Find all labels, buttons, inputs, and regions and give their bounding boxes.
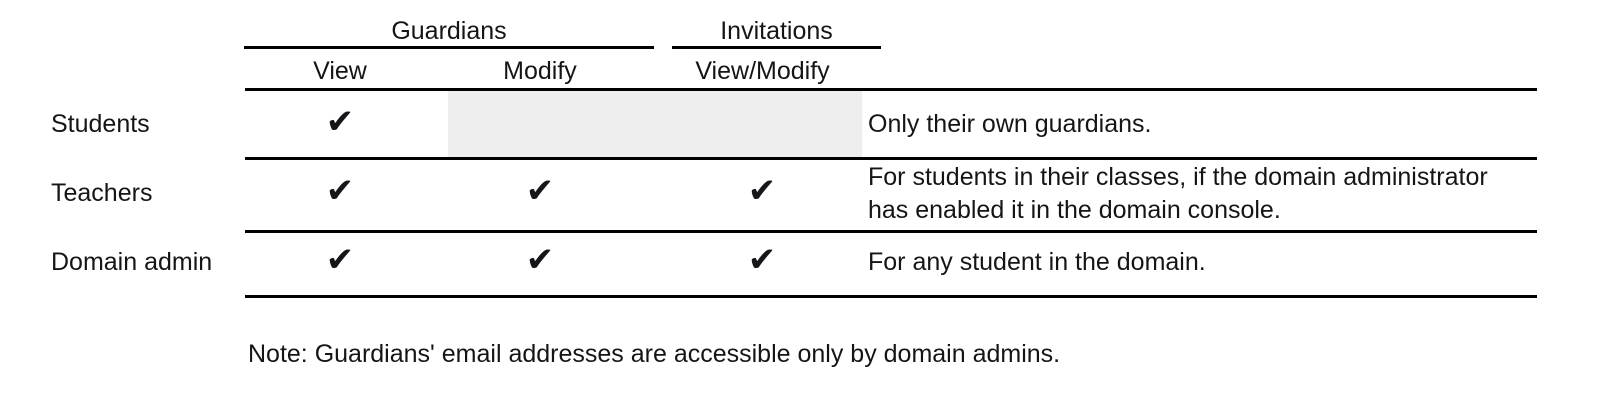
column-group-header-invitations: Invitations <box>720 17 833 45</box>
group-rule-guardians <box>244 46 654 49</box>
table-rule-bottom <box>245 295 1537 298</box>
row-label-domain-admin: Domain admin <box>51 248 213 276</box>
column-header-guardians-view: View <box>313 57 367 85</box>
note-domain-admin: For any student in the domain. <box>868 248 1206 276</box>
check-icon-domain-admin-guardians-view: ✔ <box>325 240 355 280</box>
check-icon-domain-admin-guardians-modify: ✔ <box>525 240 555 280</box>
column-header-invitations-view-modify: View/Modify <box>695 57 830 85</box>
footnote-text: Note: Guardians' email addresses are acc… <box>248 340 1061 368</box>
row-label-students: Students <box>51 110 150 138</box>
table-rule-header-bottom <box>245 88 1537 91</box>
note-students: Only their own guardians. <box>868 110 1152 138</box>
check-icon-teachers-guardians-view: ✔ <box>325 171 355 211</box>
row-label-teachers: Teachers <box>51 179 153 207</box>
check-icon-teachers-invitations-view-modify: ✔ <box>747 171 777 211</box>
check-icon-teachers-guardians-modify: ✔ <box>525 171 555 211</box>
table-rule-after-teachers <box>245 230 1537 233</box>
note-teachers: For students in their classes, if the do… <box>868 163 1488 224</box>
check-icon-students-guardians-view: ✔ <box>325 102 355 142</box>
check-icon-domain-admin-invitations-view-modify: ✔ <box>747 240 777 280</box>
column-header-guardians-modify: Modify <box>503 57 577 85</box>
table-rule-after-students <box>245 157 1537 160</box>
column-group-header-guardians: Guardians <box>391 17 507 45</box>
group-rule-invitations <box>672 46 881 49</box>
cell-students-guardians-modify-disabled <box>448 91 862 157</box>
